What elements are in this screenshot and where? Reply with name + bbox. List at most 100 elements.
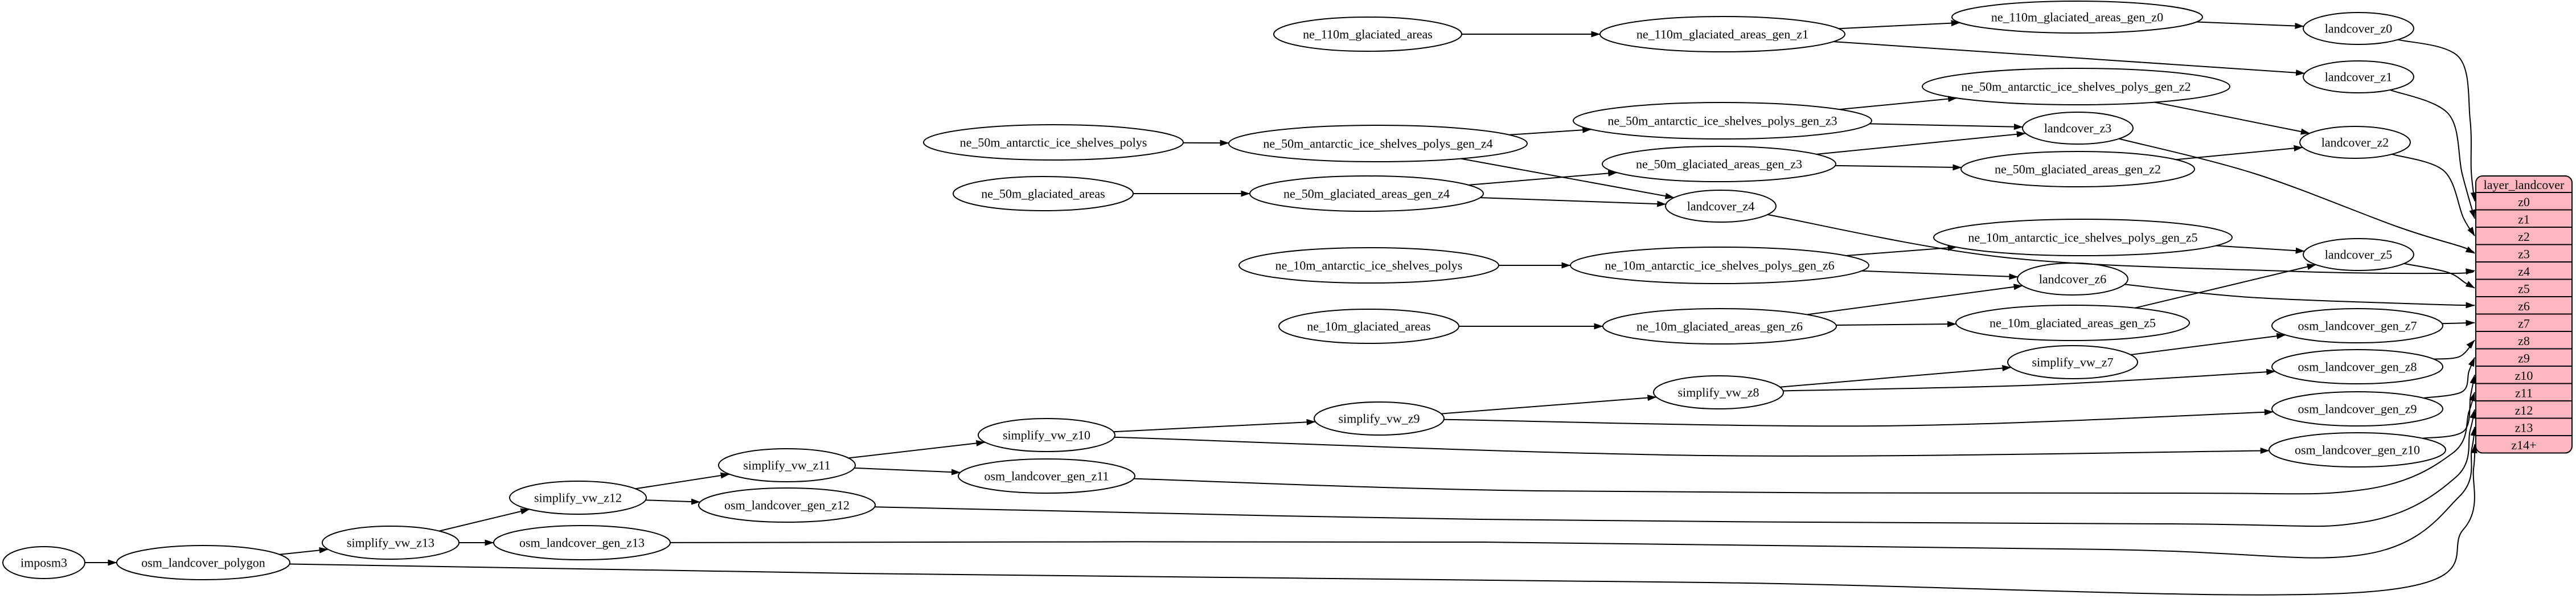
- node-ne-50m-antarctic-ice-shelves-polys-gen-z3: ne_50m_antarctic_ice_shelves_polys_gen_z…: [1573, 102, 1872, 140]
- edge-ne-50m-antarctic-ice-shelves-polys-gen-z4-to-landcover-z4: [1461, 158, 1675, 199]
- node-ellipse-ne-50m-glaciated-areas-gen-z2: [1960, 151, 2195, 187]
- edge-simplify-vw-z8-to-simplify-vw-z7: [1780, 365, 2012, 388]
- edge-ne-50m-glaciated-areas-gen-z3-to-landcover-z3: [1816, 131, 2026, 155]
- node-landcover-z2: landcover_z2: [2299, 126, 2411, 159]
- edge-simplify-vw-z9-to-osm-landcover-gen-z9: [1443, 409, 2274, 427]
- node-label-osm-landcover-gen-z12: osm_landcover_gen_z12: [724, 498, 850, 512]
- table-row-z3: z3: [2518, 247, 2530, 261]
- node-label-ne-50m-antarctic-ice-shelves-polys: ne_50m_antarctic_ice_shelves_polys: [960, 136, 1147, 150]
- node-ne-10m-glaciated-areas: ne_10m_glaciated_areas: [1278, 309, 1459, 344]
- edge-simplify-vw-z12-to-osm-landcover-gen-z12: [645, 498, 700, 505]
- node-landcover-z5: landcover_z5: [2303, 238, 2414, 271]
- node-ne-50m-glaciated-areas-gen-z4: ne_50m_glaciated_areas_gen_z4: [1249, 175, 1484, 212]
- node-label-ne-110m-glaciated-areas-gen-z1: ne_110m_glaciated_areas_gen_z1: [1636, 27, 1808, 42]
- edge-simplify-vw-z10-to-osm-landcover-gen-z10: [1114, 436, 2270, 457]
- node-label-osm-landcover-gen-z8: osm_landcover_gen_z8: [2298, 360, 2417, 374]
- node-osm-landcover-gen-z11: osm_landcover_gen_z11: [958, 458, 1135, 494]
- node-label-landcover-z2: landcover_z2: [2321, 136, 2389, 150]
- edge-ne-50m-antarctic-ice-shelves-polys-gen-z3-to-landcover-z3: [1869, 123, 2023, 130]
- node-label-landcover-z3: landcover_z3: [2044, 121, 2112, 136]
- node-ellipse-ne-50m-glaciated-areas-gen-z4: [1249, 175, 1484, 212]
- node-ellipse-landcover-z2: [2299, 126, 2411, 159]
- node-landcover-z6: landcover_z6: [2017, 263, 2128, 296]
- node-ellipse-osm-landcover-gen-z9: [2271, 391, 2443, 427]
- edges-layer: [85, 20, 2477, 596]
- table-row-z2: z2: [2518, 229, 2530, 244]
- node-label-ne-50m-glaciated-areas-gen-z4: ne_50m_glaciated_areas_gen_z4: [1283, 187, 1450, 201]
- node-label-landcover-z0: landcover_z0: [2325, 22, 2393, 36]
- node-ellipse-simplify-vw-z13: [322, 526, 460, 560]
- node-ellipse-simplify-vw-z7: [2007, 345, 2138, 379]
- node-ellipse-osm-landcover-polygon: [116, 545, 290, 580]
- table-row-z1: z1: [2518, 212, 2530, 226]
- node-label-ne-50m-glaciated-areas-gen-z2: ne_50m_glaciated_areas_gen_z2: [1995, 162, 2161, 177]
- node-label-ne-110m-glaciated-areas: ne_110m_glaciated_areas: [1303, 27, 1433, 42]
- node-ellipse-ne-50m-glaciated-areas-gen-z3: [1602, 146, 1836, 182]
- node-label-osm-landcover-gen-z11: osm_landcover_gen_z11: [984, 469, 1109, 483]
- node-label-simplify-vw-z11: simplify_vw_z11: [743, 458, 830, 473]
- node-label-osm-landcover-gen-z10: osm_landcover_gen_z10: [2295, 443, 2420, 457]
- edge-simplify-vw-z10-to-simplify-vw-z9: [1113, 419, 1316, 433]
- node-simplify-vw-z10: simplify_vw_z10: [978, 418, 1115, 452]
- node-label-simplify-vw-z12: simplify_vw_z12: [534, 491, 622, 505]
- node-label-landcover-z4: landcover_z4: [1687, 199, 1755, 214]
- node-label-ne-10m-antarctic-ice-shelves-polys: ne_10m_antarctic_ice_shelves_polys: [1275, 259, 1463, 273]
- node-label-landcover-z1: landcover_z1: [2325, 70, 2393, 84]
- node-ne-50m-glaciated-areas: ne_50m_glaciated_areas: [953, 176, 1134, 211]
- node-ellipse-landcover-z0: [2303, 12, 2414, 45]
- edge-ne-50m-glaciated-areas-gen-z4-to-landcover-z4: [1480, 197, 1667, 207]
- node-ellipse-landcover-z1: [2303, 60, 2414, 93]
- node-ne-50m-glaciated-areas-gen-z3: ne_50m_glaciated_areas_gen_z3: [1602, 146, 1836, 182]
- node-label-simplify-vw-z8: simplify_vw_z8: [1678, 386, 1759, 400]
- edge-landcover-z6-to-layer-landcover-z6: [2124, 284, 2475, 309]
- node-label-ne-10m-glaciated-areas: ne_10m_glaciated_areas: [1307, 319, 1430, 334]
- node-ne-10m-antarctic-ice-shelves-polys: ne_10m_antarctic_ice_shelves_polys: [1238, 247, 1499, 284]
- edge-ne-110m-glaciated-areas-gen-z1-to-landcover-z1: [1833, 41, 2305, 76]
- node-ellipse-ne-10m-antarctic-ice-shelves-polys-gen-z5: [1933, 219, 2233, 256]
- table-row-z5: z5: [2518, 281, 2530, 296]
- node-osm-landcover-gen-z8: osm_landcover_gen_z8: [2271, 349, 2443, 384]
- node-label-landcover-z6: landcover_z6: [2039, 272, 2107, 286]
- node-ellipse-osm-landcover-gen-z7: [2271, 308, 2443, 343]
- node-label-ne-110m-glaciated-areas-gen-z0: ne_110m_glaciated_areas_gen_z0: [1991, 10, 2163, 24]
- edge-osm-landcover-gen-z11-to-layer-landcover-z11: [1134, 392, 2475, 495]
- node-label-landcover-z5: landcover_z5: [2325, 248, 2393, 262]
- node-ellipse-imposm3: [2, 546, 85, 579]
- node-ellipse-osm-landcover-gen-z12: [698, 487, 876, 523]
- table-row-z7: z7: [2518, 316, 2530, 330]
- node-label-osm-landcover-gen-z9: osm_landcover_gen_z9: [2298, 402, 2417, 416]
- node-label-osm-landcover-gen-z7: osm_landcover_gen_z7: [2298, 319, 2417, 333]
- node-ellipse-osm-landcover-gen-z10: [2269, 432, 2446, 468]
- edge-osm-landcover-gen-z13-to-layer-landcover-z13: [670, 427, 2477, 559]
- edge-osm-landcover-polygon-to-simplify-vw-z13: [279, 547, 329, 555]
- node-osm-landcover-gen-z10: osm_landcover_gen_z10: [2269, 432, 2446, 468]
- table-row-z12: z12: [2515, 403, 2533, 417]
- edge-simplify-vw-z11-to-simplify-vw-z10: [848, 440, 986, 459]
- node-landcover-z0: landcover_z0: [2303, 12, 2414, 45]
- node-ellipse-ne-10m-antarctic-ice-shelves-polys: [1238, 247, 1499, 284]
- edge-simplify-vw-z11-to-osm-landcover-gen-z11: [854, 467, 961, 475]
- edge-landcover-z1-to-layer-landcover-z1: [2390, 89, 2476, 219]
- edge-ne-50m-glaciated-areas-gen-z3-to-ne-50m-glaciated-areas-gen-z2: [1835, 164, 1962, 171]
- table-row-z0: z0: [2518, 195, 2530, 209]
- edge-osm-landcover-gen-z8-to-layer-landcover-z8: [2434, 339, 2475, 360]
- node-ne-110m-glaciated-areas: ne_110m_glaciated_areas: [1273, 17, 1462, 52]
- node-ellipse-osm-landcover-gen-z11: [958, 458, 1135, 494]
- node-simplify-vw-z12: simplify_vw_z12: [509, 481, 647, 515]
- node-ellipse-simplify-vw-z8: [1653, 375, 1784, 409]
- node-ellipse-ne-10m-glaciated-areas: [1278, 309, 1459, 344]
- edge-ne-10m-antarctic-ice-shelves-polys-gen-z6-to-ne-10m-antarctic-ice-shelves-polys-gen-z5: [1845, 244, 1957, 256]
- node-landcover-z1: landcover_z1: [2303, 60, 2414, 93]
- edge-ne-50m-glaciated-areas-gen-z4-to-ne-50m-glaciated-areas-gen-z3: [1469, 170, 1618, 186]
- edge-osm-landcover-gen-z9-to-layer-landcover-z9: [2423, 357, 2475, 399]
- edge-landcover-z0-to-layer-landcover-z0: [2397, 39, 2477, 202]
- node-ne-10m-antarctic-ice-shelves-polys-gen-z6: ne_10m_antarctic_ice_shelves_polys_gen_z…: [1570, 247, 1869, 284]
- node-label-simplify-vw-z10: simplify_vw_z10: [1003, 428, 1090, 442]
- node-label-simplify-vw-z7: simplify_vw_z7: [2032, 355, 2114, 370]
- node-simplify-vw-z9: simplify_vw_z9: [1314, 401, 1445, 436]
- node-label-osm-landcover-polygon: osm_landcover_polygon: [141, 556, 265, 570]
- node-landcover-z4: landcover_z4: [1665, 190, 1777, 223]
- edge-ne-50m-antarctic-ice-shelves-polys-gen-z3-to-ne-50m-antarctic-ice-shelves-polys-gen-z2: [1839, 96, 1958, 110]
